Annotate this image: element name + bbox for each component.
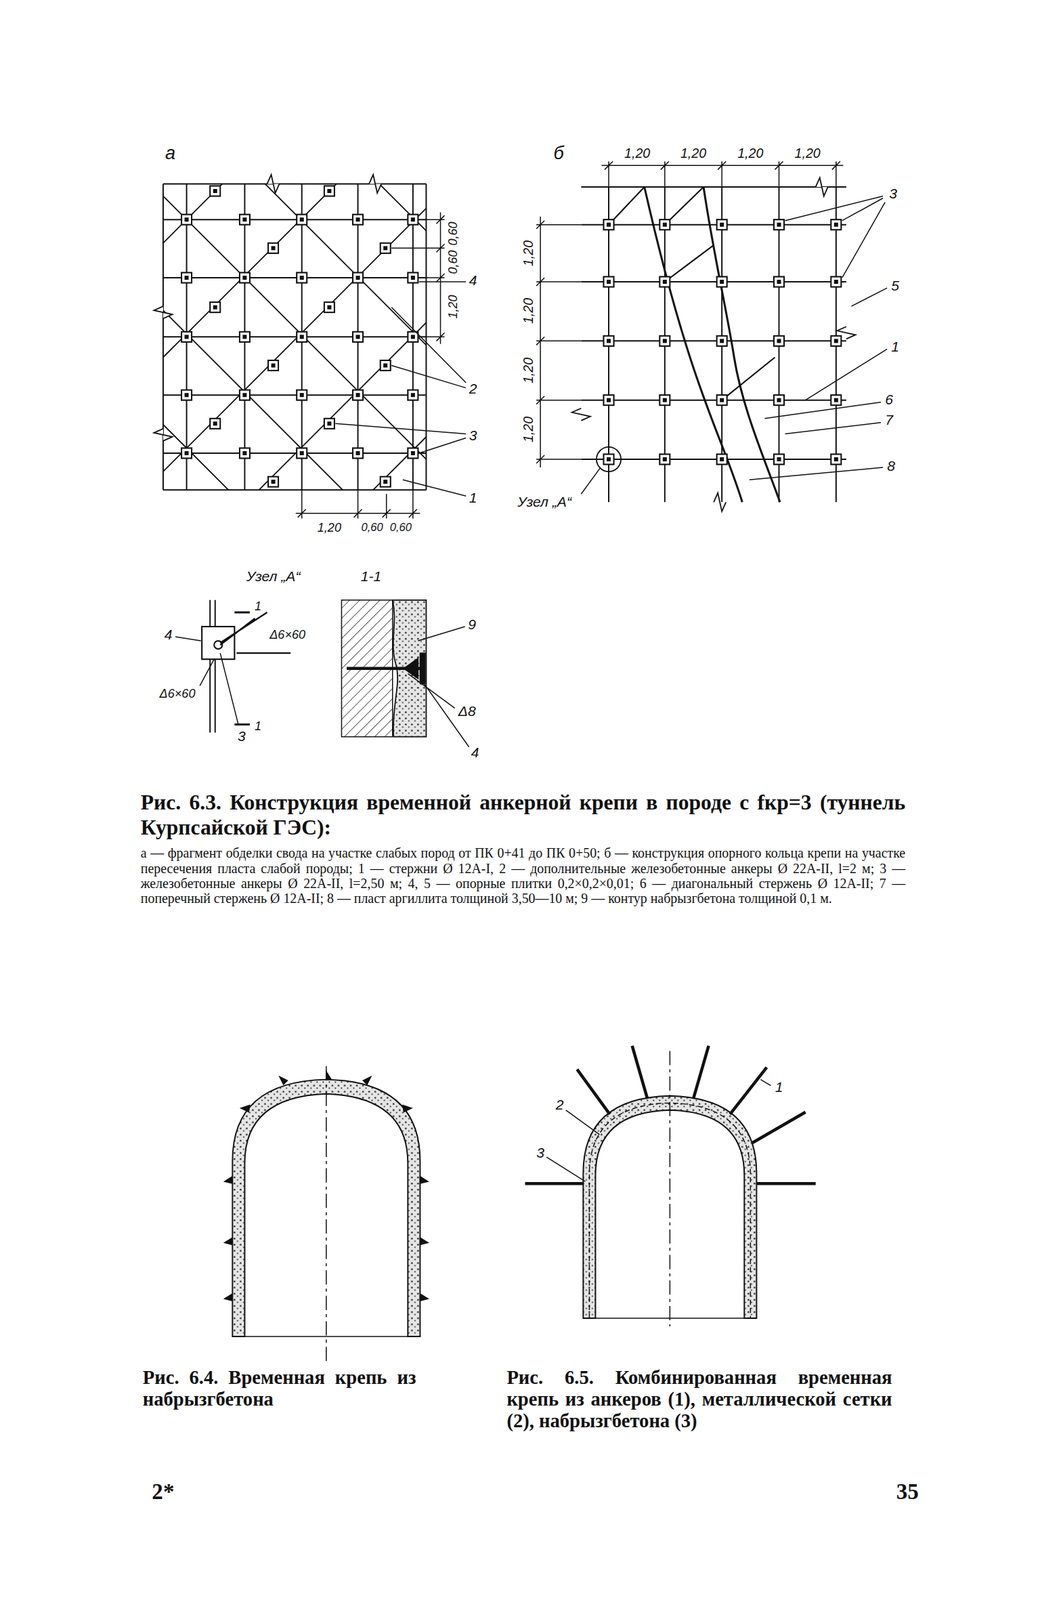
weld-size: Δ6×60: [159, 687, 197, 701]
anchor-plates-a: [181, 185, 418, 487]
dimension: 1,20: [736, 146, 764, 161]
callout-number: 3: [535, 1144, 546, 1160]
callout-number: 6: [884, 392, 894, 407]
figure-caption: Рис. 6.3. Конструкция временной анкерной…: [140, 789, 906, 841]
callout-number: 4: [468, 272, 479, 288]
section-1-1: [341, 599, 469, 747]
section-mark: 1: [253, 719, 263, 733]
callout-number: 2: [468, 381, 479, 397]
figure-letter: а: [164, 143, 177, 163]
dimension: 1,20: [794, 146, 822, 161]
section-mark: 1: [253, 599, 263, 613]
figure-caption: Рис. 6.4. Временная крепь из набрызгбето…: [142, 1366, 417, 1410]
dimension: 0,60: [446, 249, 460, 275]
weld-size: Δ8: [457, 703, 477, 719]
dimension: 1,20: [446, 294, 460, 320]
support-ring-grid-b: [572, 177, 856, 511]
caption-legend: а — фрагмент обделки свода на участке сл…: [140, 845, 906, 906]
dimension: 0,60: [389, 521, 413, 533]
callout-number: 7: [884, 412, 894, 428]
dimension: 1,20: [623, 146, 651, 161]
page-signature: 2*: [151, 1478, 175, 1503]
callout-number: 4: [163, 626, 174, 642]
node-detail: [175, 599, 291, 733]
node-label: Узел „А“: [516, 494, 573, 510]
dimension: 1,20: [679, 146, 707, 161]
node-label: Узел „А“: [245, 568, 302, 584]
leader-lines-a: [335, 281, 466, 496]
dimension: 1,20: [316, 520, 342, 534]
dimension: 0,60: [446, 220, 460, 246]
dimension: 1,20: [521, 415, 536, 443]
dimension: 1,20: [521, 356, 536, 384]
callout-number: 3: [236, 728, 247, 744]
anchor-plates-b: [603, 219, 841, 464]
weld-size: Δ6×60: [268, 627, 307, 641]
dimension: 1,20: [521, 297, 536, 325]
figure-caption: Рис. 6.5. Комбинированная временная креп…: [506, 1366, 892, 1432]
callout-number: 3: [888, 186, 898, 202]
dimension: 0,60: [360, 521, 384, 533]
figure-letter: б: [553, 143, 565, 163]
callout-number: 1: [468, 490, 479, 506]
callout-number: 9: [467, 616, 477, 632]
page-number: 35: [896, 1478, 919, 1503]
leader-lines-b: [580, 196, 887, 495]
anchor-grid-a: [0, 153, 831, 520]
callout-number: 8: [886, 458, 896, 474]
dimension: 1,20: [521, 239, 536, 267]
callout-number: 1: [774, 1079, 785, 1095]
dimension-lines-b: [536, 161, 843, 468]
callout-number: 3: [468, 427, 479, 443]
section-label: 1-1: [360, 568, 383, 584]
callout-number: 4: [470, 744, 481, 760]
callout-number: 1: [890, 339, 900, 355]
combined-tunnel: [525, 1045, 816, 1326]
callout-number: 2: [555, 1096, 565, 1112]
shotcrete-tunnel: [224, 1065, 428, 1362]
dimension-lines-a: [295, 212, 445, 519]
callout-number: 5: [890, 278, 900, 294]
